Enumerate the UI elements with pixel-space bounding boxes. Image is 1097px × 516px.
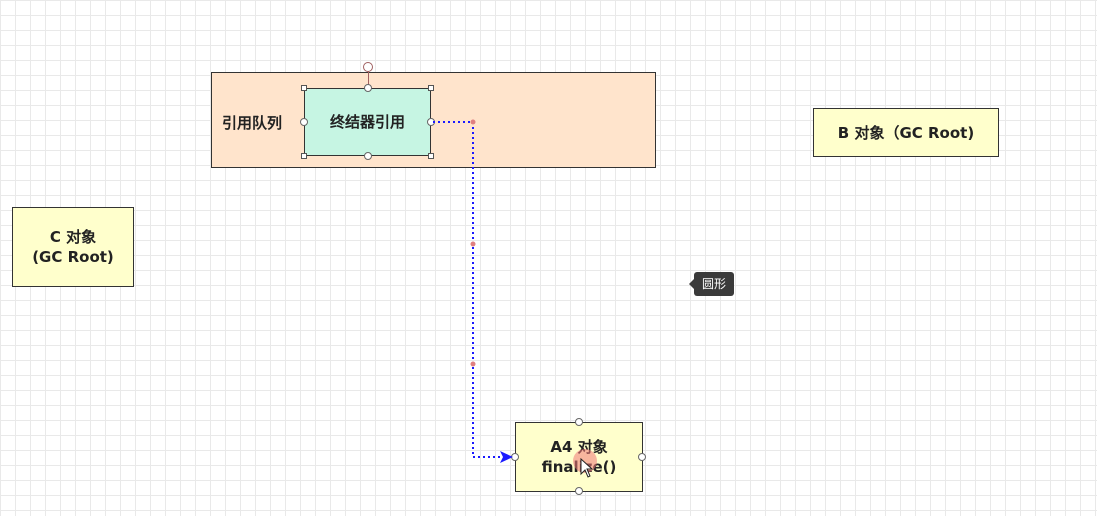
c-object-box[interactable]: C 对象 (GC Root) <box>12 207 134 287</box>
a4-connection-point-top[interactable] <box>575 418 583 426</box>
c-object-label-line1: C 对象 <box>49 228 97 246</box>
a4-connection-point-bottom[interactable] <box>575 487 583 495</box>
connection-point-left[interactable] <box>300 118 308 126</box>
connection-point-top[interactable] <box>364 84 372 92</box>
finalizer-reference-label: 终结器引用 <box>329 113 405 131</box>
connector-waypoint <box>470 361 476 367</box>
mouse-pointer-icon <box>580 458 594 478</box>
shape-tooltip: 圆形 <box>688 272 735 296</box>
connection-point-right[interactable] <box>427 118 435 126</box>
connector-line <box>433 121 510 458</box>
finalizer-reference-box[interactable]: 终结器引用 <box>304 88 431 156</box>
a4-connection-point-right[interactable] <box>638 453 646 461</box>
resize-handle-top-left[interactable] <box>301 85 307 91</box>
b-object-label: B 对象（GC Root) <box>837 123 975 142</box>
b-object-box[interactable]: B 对象（GC Root) <box>813 108 999 157</box>
reference-queue-label: 引用队列 <box>222 114 283 132</box>
resize-handle-bottom-right[interactable] <box>428 153 434 159</box>
a4-connection-point-left[interactable] <box>511 453 519 461</box>
c-object-label-line2: (GC Root) <box>32 248 114 266</box>
rotate-handle-stem <box>367 71 369 88</box>
connector-waypoint <box>470 241 476 247</box>
resize-handle-top-right[interactable] <box>428 85 434 91</box>
resize-handle-bottom-left[interactable] <box>301 153 307 159</box>
rotate-handle[interactable] <box>363 62 373 72</box>
connection-point-bottom[interactable] <box>364 152 372 160</box>
